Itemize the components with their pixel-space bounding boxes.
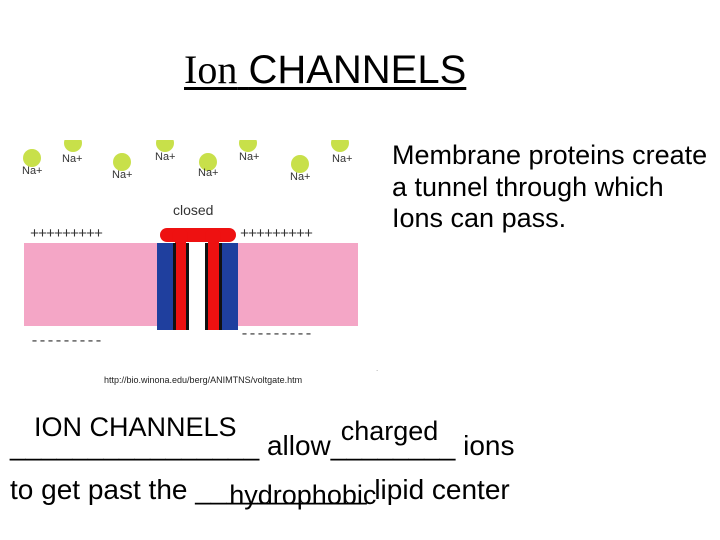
sodium-ion	[331, 140, 349, 152]
sodium-ion	[156, 140, 174, 152]
channel-protein	[157, 228, 238, 330]
slide-mark: .	[376, 364, 379, 373]
title-word-ion: Ion	[184, 47, 238, 92]
ion-label: Na+	[62, 153, 83, 165]
channel-gate-closed	[160, 228, 236, 242]
channel-edge	[173, 243, 176, 330]
ion-channel-diagram: Na+ Na+ Na+ Na+ Na+ Na+ Na+ Na+ closed +…	[10, 140, 385, 355]
channel-red-right	[208, 240, 219, 330]
word-allow: allow	[266, 430, 331, 461]
sodium-ion	[64, 140, 82, 152]
ion-label: Na+	[332, 153, 353, 165]
blank-1: ION CHANNELS________________	[10, 412, 260, 462]
blank-2: charged________	[330, 416, 456, 462]
sodium-ion	[199, 153, 217, 171]
channel-edge	[186, 243, 189, 330]
membrane-left	[24, 243, 159, 326]
ion-label: Na+	[155, 151, 176, 163]
negative-charges-right: ---------	[240, 326, 312, 343]
line-2-end: lipid center	[374, 474, 510, 505]
title-word-channels: CHANNELS	[248, 48, 467, 92]
line-2-start: to get past the	[10, 474, 188, 505]
channel-state-label: closed	[173, 202, 213, 218]
ion-label: Na+	[290, 171, 311, 183]
word-ions: ions	[463, 430, 515, 461]
sodium-ion	[291, 155, 309, 173]
description-text: Membrane proteins create a tunnel throug…	[392, 140, 708, 233]
blank-3-line: ___________	[195, 474, 367, 505]
blank-1-line: ________________	[10, 430, 260, 461]
blank-1-answer: ION CHANNELS	[34, 412, 237, 442]
sodium-ion	[113, 153, 131, 171]
channel-red-left	[175, 240, 186, 330]
source-url: http://bio.winona.edu/berg/ANIMTNS/voltg…	[104, 375, 303, 385]
ion-label: Na+	[198, 167, 219, 179]
blank-3: hydrophobic___________	[195, 474, 376, 510]
positive-charges-right: +++++++++	[240, 226, 313, 243]
membrane-right	[237, 243, 358, 326]
ion-label: Na+	[112, 169, 133, 181]
fill-in-line-2: to get past the hydrophobic___________ l…	[10, 474, 510, 510]
slide-title: Ion CHANNELS	[184, 46, 538, 94]
positive-charges-left: +++++++++	[30, 226, 103, 243]
blank-2-line: ________	[330, 430, 456, 461]
negative-charges-left: ---------	[30, 333, 102, 350]
blank-3-answer: hydrophobic	[229, 480, 377, 510]
sodium-ion	[239, 140, 257, 152]
channel-edge	[219, 243, 222, 330]
ion-channel-svg: Na+ Na+ Na+ Na+ Na+ Na+ Na+ Na+ closed +…	[22, 140, 358, 350]
gate-knob-left	[172, 228, 188, 244]
channel-blue-right	[221, 243, 238, 330]
channel-blue-left	[157, 243, 174, 330]
blank-2-answer: charged	[340, 416, 439, 446]
sodium-ion	[23, 149, 41, 167]
gate-knob-right	[205, 228, 221, 244]
sodium-ions: Na+ Na+ Na+ Na+ Na+ Na+ Na+ Na+	[22, 140, 353, 183]
ion-label: Na+	[239, 151, 260, 163]
ion-label: Na+	[22, 165, 43, 177]
channel-edge	[205, 243, 208, 330]
